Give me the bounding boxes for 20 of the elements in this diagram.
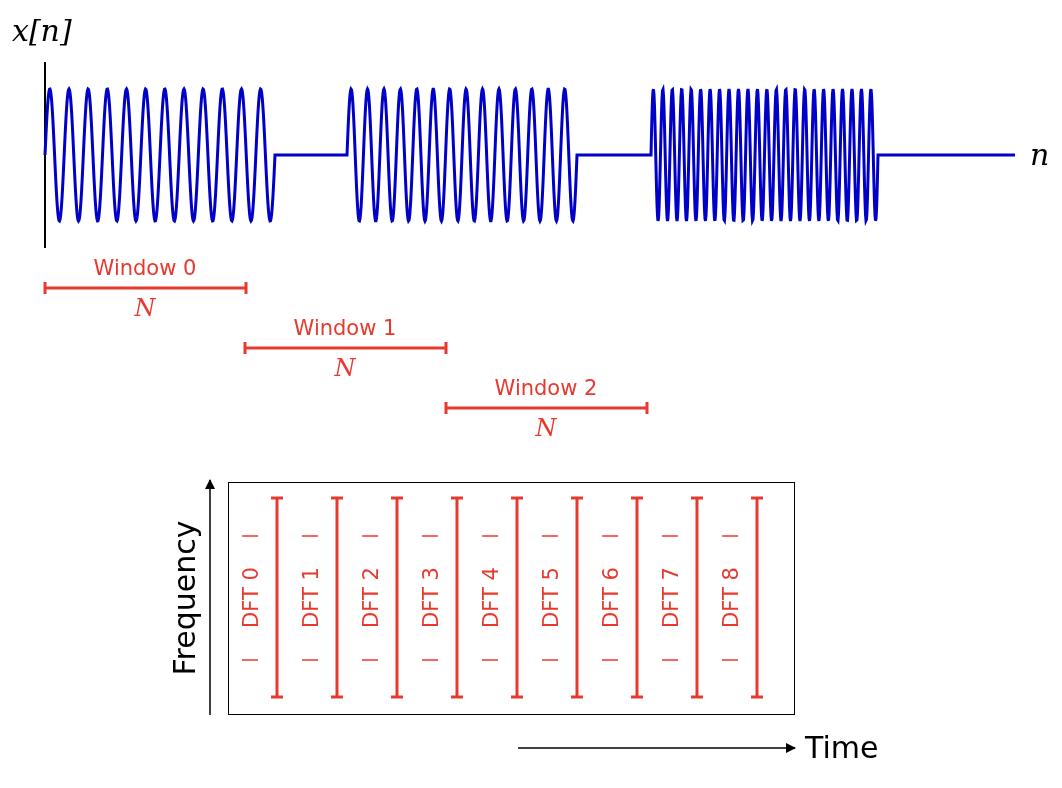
dft-label: DFT 5 (540, 566, 562, 630)
axis-label: n (1030, 140, 1050, 170)
axis-label: x[n] (12, 16, 72, 46)
dft-label: DFT 1 (300, 566, 322, 630)
window-label: Window 2 (493, 378, 599, 399)
dft-label: DFT 0 (240, 566, 262, 630)
window-label: Window 1 (292, 318, 398, 339)
dft-label: DFT 4 (480, 566, 502, 630)
axis-label: Time (805, 733, 879, 763)
dft-label: DFT 7 (660, 566, 682, 630)
dft-label: DFT 3 (420, 566, 442, 630)
window-label: Window 0 (92, 258, 198, 279)
dft-label: DFT 2 (360, 566, 382, 630)
axis-label: Frequency (170, 519, 200, 678)
spectrogram-frame (228, 482, 795, 715)
window-length-label: N (534, 416, 558, 440)
window-length-label: N (333, 356, 357, 380)
window-length-label: N (133, 296, 157, 320)
dft-label: DFT 6 (600, 566, 622, 630)
dft-label: DFT 8 (720, 566, 742, 630)
